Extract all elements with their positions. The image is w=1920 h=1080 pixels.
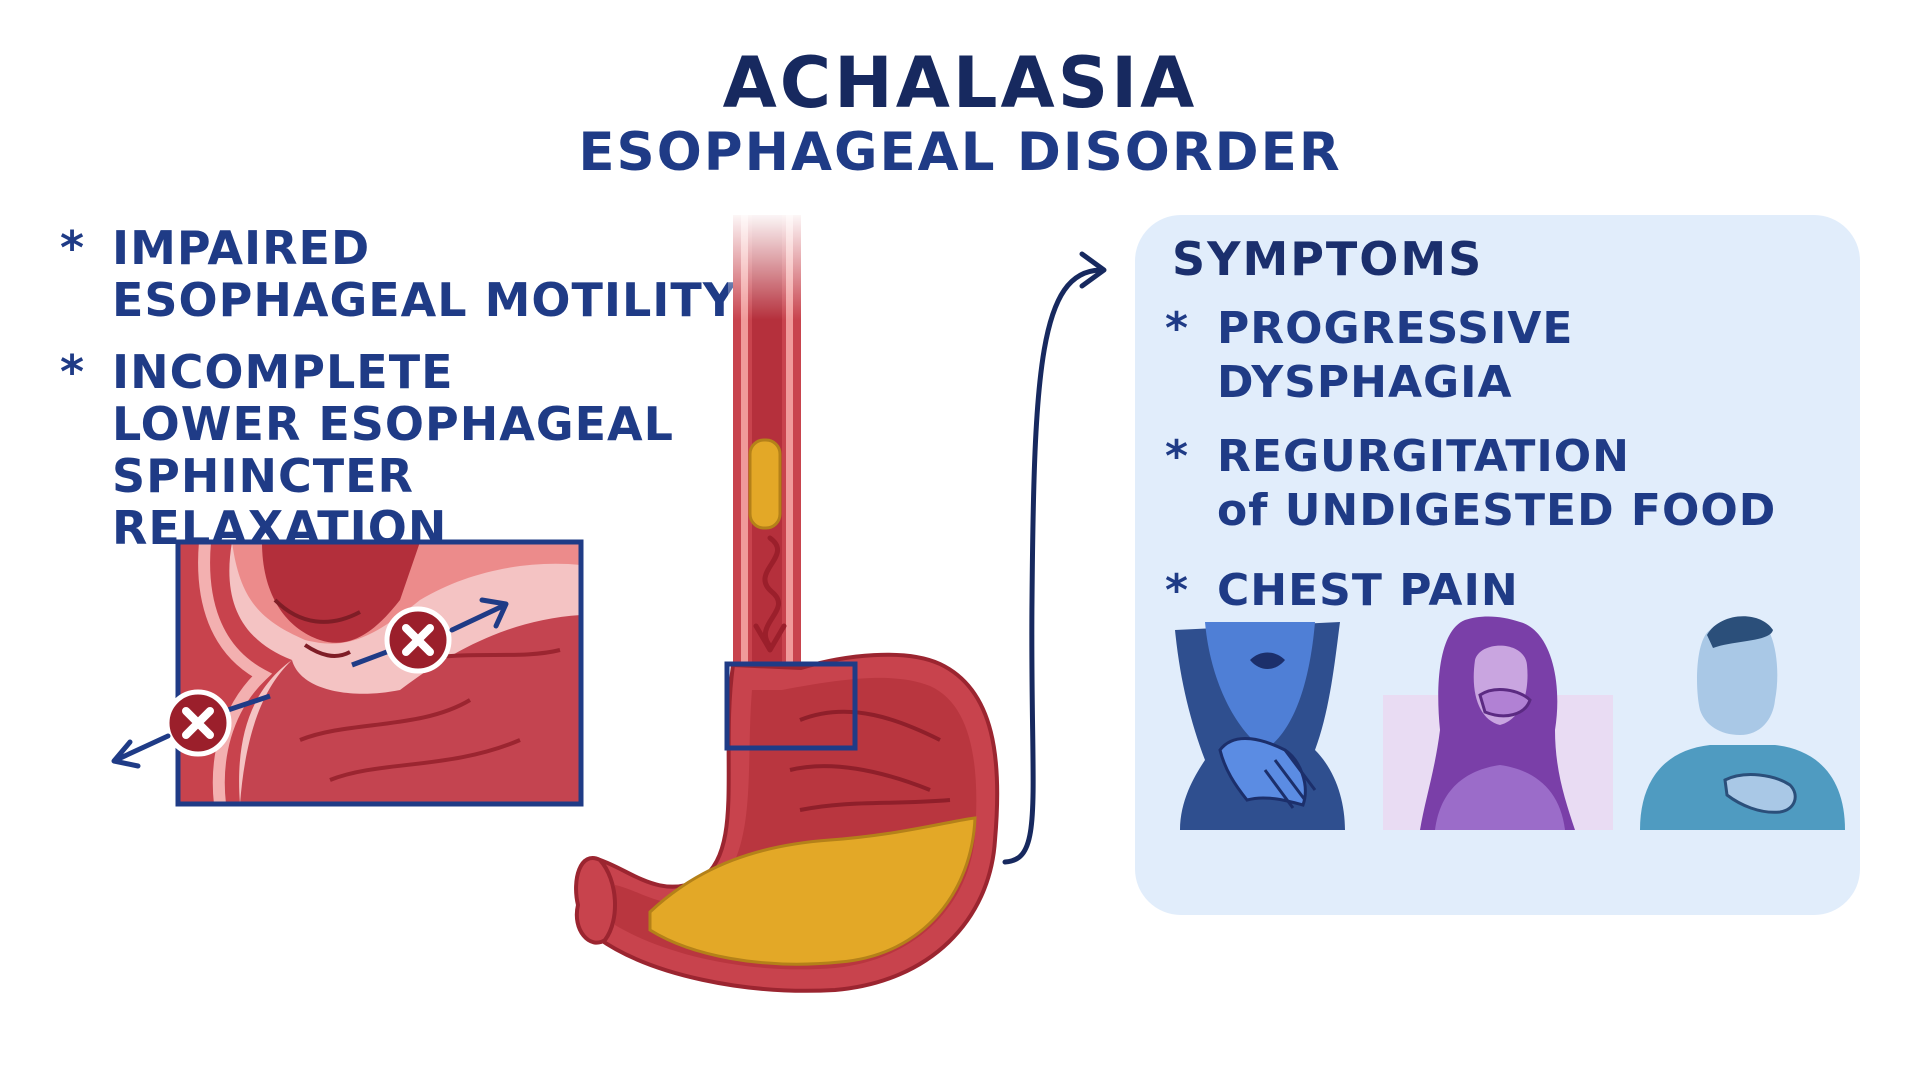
symptom-text: REGURGITATION of UNDIGESTED FOOD [1217, 431, 1777, 536]
arrow-icon [111, 733, 171, 769]
symptom-text: PROGRESSIVE DYSPHAGIA [1217, 303, 1574, 408]
arrow-icon [762, 535, 781, 649]
bullet-star-icon: * [1165, 303, 1189, 354]
sphincter-focus-box [724, 661, 858, 751]
symptom-figures [1175, 616, 1845, 830]
x-circle-icon [351, 606, 452, 674]
page-title: ACHALASIA [722, 42, 1198, 124]
stomach [574, 652, 1000, 993]
arrow-icon [449, 597, 509, 633]
arrow-icon [753, 623, 787, 653]
symptom-regurgitation: * REGURGITATION of UNDIGESTED FOOD [1165, 430, 1855, 538]
chest-pain-figure [1640, 616, 1845, 830]
arrow-icon [1079, 251, 1107, 289]
dysphagia-figure [1175, 622, 1345, 830]
bullet-star-icon: * [1165, 565, 1189, 616]
bullet-star-icon: * [60, 221, 85, 275]
symptom-text: CHEST PAIN [1217, 565, 1519, 616]
symptom-chest-pain: * CHEST PAIN [1165, 564, 1855, 618]
sphincter-zoom-inset [175, 539, 584, 807]
symptoms-list: * PROGRESSIVE DYSPHAGIA * REGURGITATION … [1165, 302, 1855, 638]
regurgitation-figure [1383, 616, 1613, 830]
page-subtitle: ESOPHAGEAL DISORDER [578, 122, 1342, 183]
bullet-star-icon: * [60, 345, 85, 399]
bullet-impaired-motility: * IMPAIRED ESOPHAGEAL MOTILITY [60, 222, 750, 326]
bullet-star-icon: * [1165, 431, 1189, 482]
x-circle-icon [164, 689, 271, 757]
esophagus [728, 210, 806, 685]
symptom-dysphagia: * PROGRESSIVE DYSPHAGIA [1165, 302, 1855, 410]
arrow-icon [1002, 267, 1103, 865]
symptoms-heading: SYMPTOMS [1172, 232, 1484, 286]
bullet-incomplete-les-relaxation: * INCOMPLETE LOWER ESOPHAGEAL SPHINCTER … [60, 346, 750, 554]
left-bullet-list: * IMPAIRED ESOPHAGEAL MOTILITY * INCOMPL… [60, 222, 750, 574]
bullet-text: INCOMPLETE LOWER ESOPHAGEAL SPHINCTER RE… [112, 345, 674, 555]
bullet-text: IMPAIRED ESOPHAGEAL MOTILITY [112, 221, 738, 327]
